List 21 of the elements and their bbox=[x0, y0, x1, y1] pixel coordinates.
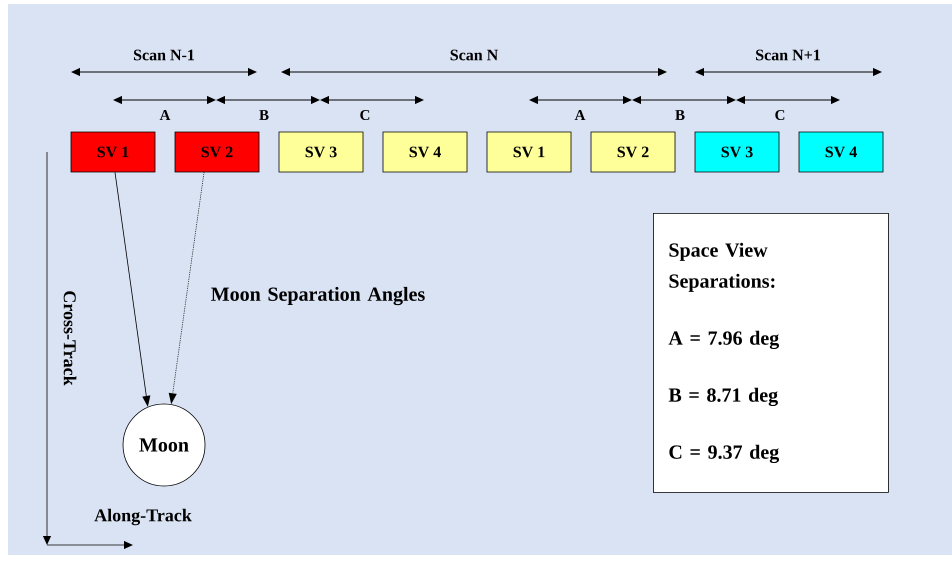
space-view-box: SV 4 bbox=[382, 132, 468, 172]
space-view-box: SV 1 bbox=[486, 132, 572, 172]
scan-label: Scan N-1 bbox=[134, 50, 194, 60]
space-view-box: SV 3 bbox=[278, 132, 364, 172]
angle-label: C bbox=[775, 110, 784, 120]
scan-label: Scan N bbox=[450, 50, 498, 60]
separations-box: Space View Separations: A = 7.96 deg B = 8.71 deg C = 9.37 deg bbox=[653, 213, 889, 493]
caption-text: Moon Separation Angles bbox=[211, 286, 425, 306]
space-view-box: SV 4 bbox=[798, 132, 884, 172]
angle-label: C bbox=[360, 110, 370, 120]
angle-label: A bbox=[160, 110, 170, 120]
space-view-box: SV 2 bbox=[174, 132, 260, 172]
angle-label: B bbox=[675, 110, 685, 120]
angle-label: A bbox=[574, 110, 586, 120]
scan-label: Scan N+1 bbox=[756, 50, 820, 60]
axis-label: Along-Track bbox=[94, 508, 192, 526]
angle-label: B bbox=[259, 110, 269, 120]
axis-label: Cross-Track bbox=[64, 291, 76, 386]
space-view-box: SV 1 bbox=[70, 132, 156, 172]
space-view-box: SV 2 bbox=[590, 132, 676, 172]
space-view-box: SV 3 bbox=[694, 132, 780, 172]
